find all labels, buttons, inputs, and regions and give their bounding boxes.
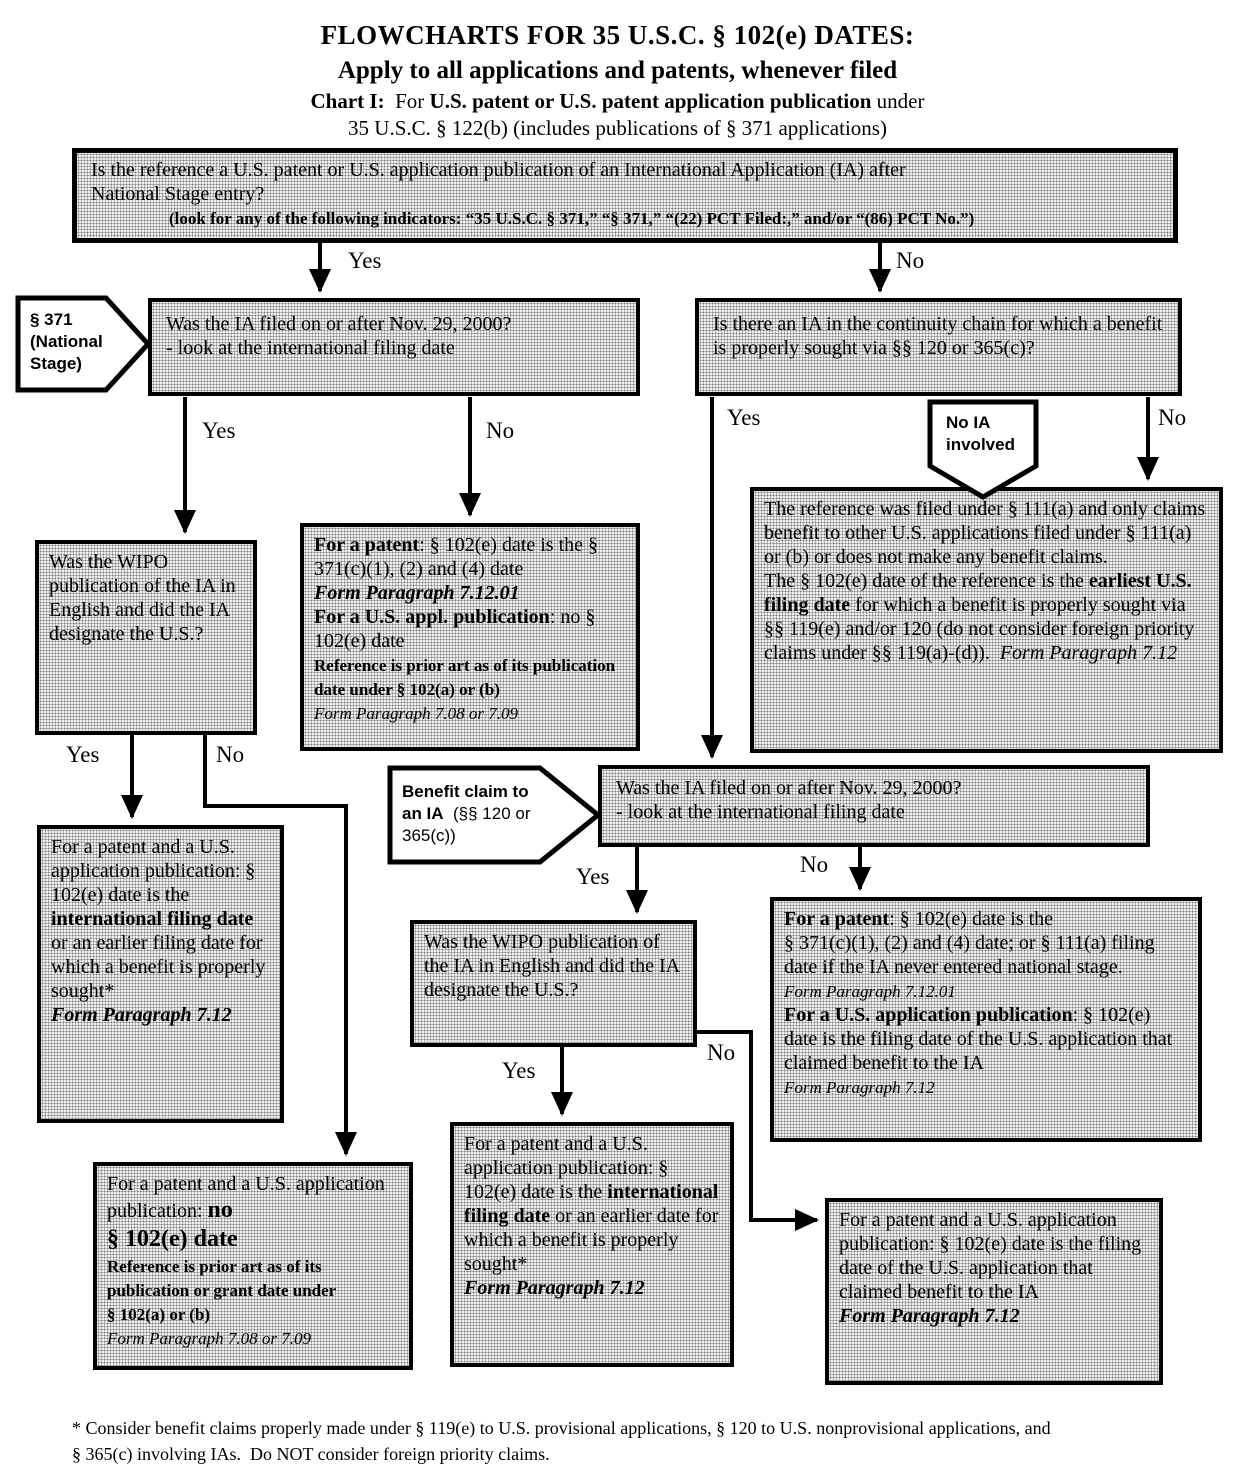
branch-label-q4-yes: Yes — [576, 864, 610, 889]
branch-label-wipo1-yes: Yes — [66, 742, 100, 767]
chart-caption-line2: 35 U.S.C. § 122(b) (includes publication… — [348, 116, 887, 140]
question-wipo-publication-box: Was the WIPO publication of the IA in En… — [35, 540, 257, 735]
footnote: * Consider benefit claims properly made … — [72, 1418, 1051, 1465]
chart-caption: Chart I: For U.S. patent or U.S. patent … — [310, 89, 925, 113]
result-371-or-111a-date-box: For a patent: § 102(e) date is the § 371… — [770, 897, 1202, 1142]
branch-label-q1-no: No — [896, 248, 925, 273]
branch-label-q2-no: No — [486, 418, 515, 443]
result-international-filing-date-box-2: For a patent and a U.S. application publ… — [450, 1122, 734, 1367]
question-reference-national-stage-box: Is the reference a U.S. patent or U.S. a… — [72, 148, 1178, 243]
question-ia-continuity-chain-box: Is there an IA in the continuity chain f… — [695, 298, 1182, 396]
question-wipo-publication-box-2: Was the WIPO publication of the IA in En… — [410, 920, 697, 1047]
branch-label-wipo2-yes: Yes — [502, 1058, 536, 1083]
branch-label-q1-yes: Yes — [348, 248, 382, 273]
tag-371-national-stage-label: § 371 (National Stage) — [30, 310, 103, 374]
branch-label-q4-no: No — [800, 852, 829, 877]
branch-label-wipo2-no: No — [707, 1040, 736, 1065]
branch-label-wipo1-no: No — [216, 742, 245, 767]
branch-label-q3-no: No — [1158, 405, 1187, 430]
branch-label-q2-yes: Yes — [202, 418, 236, 443]
question-ia-filed-date-box-2: Was the IA filed on or after Nov. 29, 20… — [598, 765, 1150, 847]
tag-no-ia-involved-label: No IA involved — [946, 413, 1015, 455]
result-371-date-box: For a patent: § 102(e) date is the § 371… — [300, 523, 640, 751]
page-title: FLOWCHARTS FOR 35 U.S.C. § 102(e) DATES: — [320, 20, 915, 50]
branch-label-q3-yes: Yes — [727, 405, 761, 430]
result-filing-date-claimed-benefit-box: For a patent and a U.S. application publ… — [825, 1198, 1163, 1385]
result-no-102e-date-box: For a patent and a U.S. application publ… — [93, 1162, 413, 1370]
tag-benefit-claim-label: Benefit claim to an IA (§§ 120 or 365(c)… — [402, 782, 536, 846]
result-111a-earliest-filing-date-box: The reference was filed under § 111(a) a… — [750, 487, 1223, 753]
page-subtitle: Apply to all applications and patents, w… — [337, 57, 898, 84]
result-international-filing-date-box: For a patent and a U.S. application publ… — [37, 825, 284, 1123]
question-ia-filed-date-box: Was the IA filed on or after Nov. 29, 20… — [148, 298, 640, 396]
